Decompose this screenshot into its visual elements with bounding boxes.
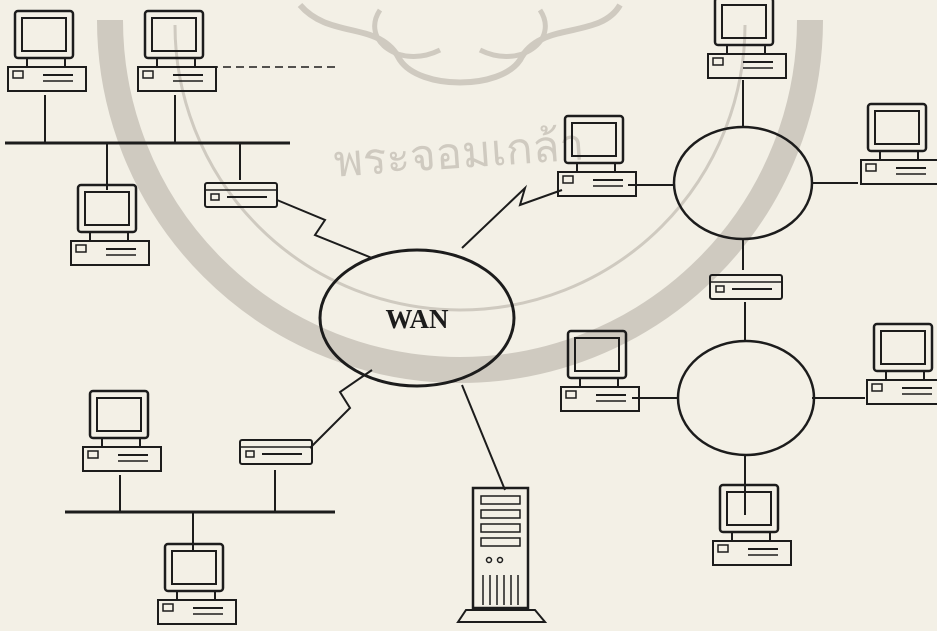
watermark-text: พระจอมเกล้า — [332, 119, 586, 187]
computer-icon — [158, 544, 236, 624]
wireless-link-zigzag — [277, 200, 372, 258]
server-link — [462, 385, 505, 490]
ring-network-lower — [678, 341, 814, 455]
wireless-link-zigzag — [310, 370, 372, 448]
computer-icon — [867, 324, 937, 404]
ring-networks-right — [558, 0, 937, 565]
server-icon — [458, 488, 545, 622]
lan-bus-bottom-left — [65, 391, 335, 624]
computer-icon — [138, 11, 216, 91]
computer-icon — [8, 11, 86, 91]
wan-label: WAN — [385, 304, 449, 334]
university-seal-watermark: พระจอมเกล้า — [110, 5, 810, 370]
modem-icon — [710, 275, 782, 299]
modem-icon — [205, 183, 277, 207]
computer-icon — [713, 485, 791, 565]
computer-icon — [861, 104, 937, 184]
computer-icon — [71, 185, 149, 265]
computer-icon — [708, 0, 786, 78]
modem-icon — [240, 440, 312, 464]
computer-icon — [83, 391, 161, 471]
wireless-link-zigzag — [462, 188, 562, 248]
